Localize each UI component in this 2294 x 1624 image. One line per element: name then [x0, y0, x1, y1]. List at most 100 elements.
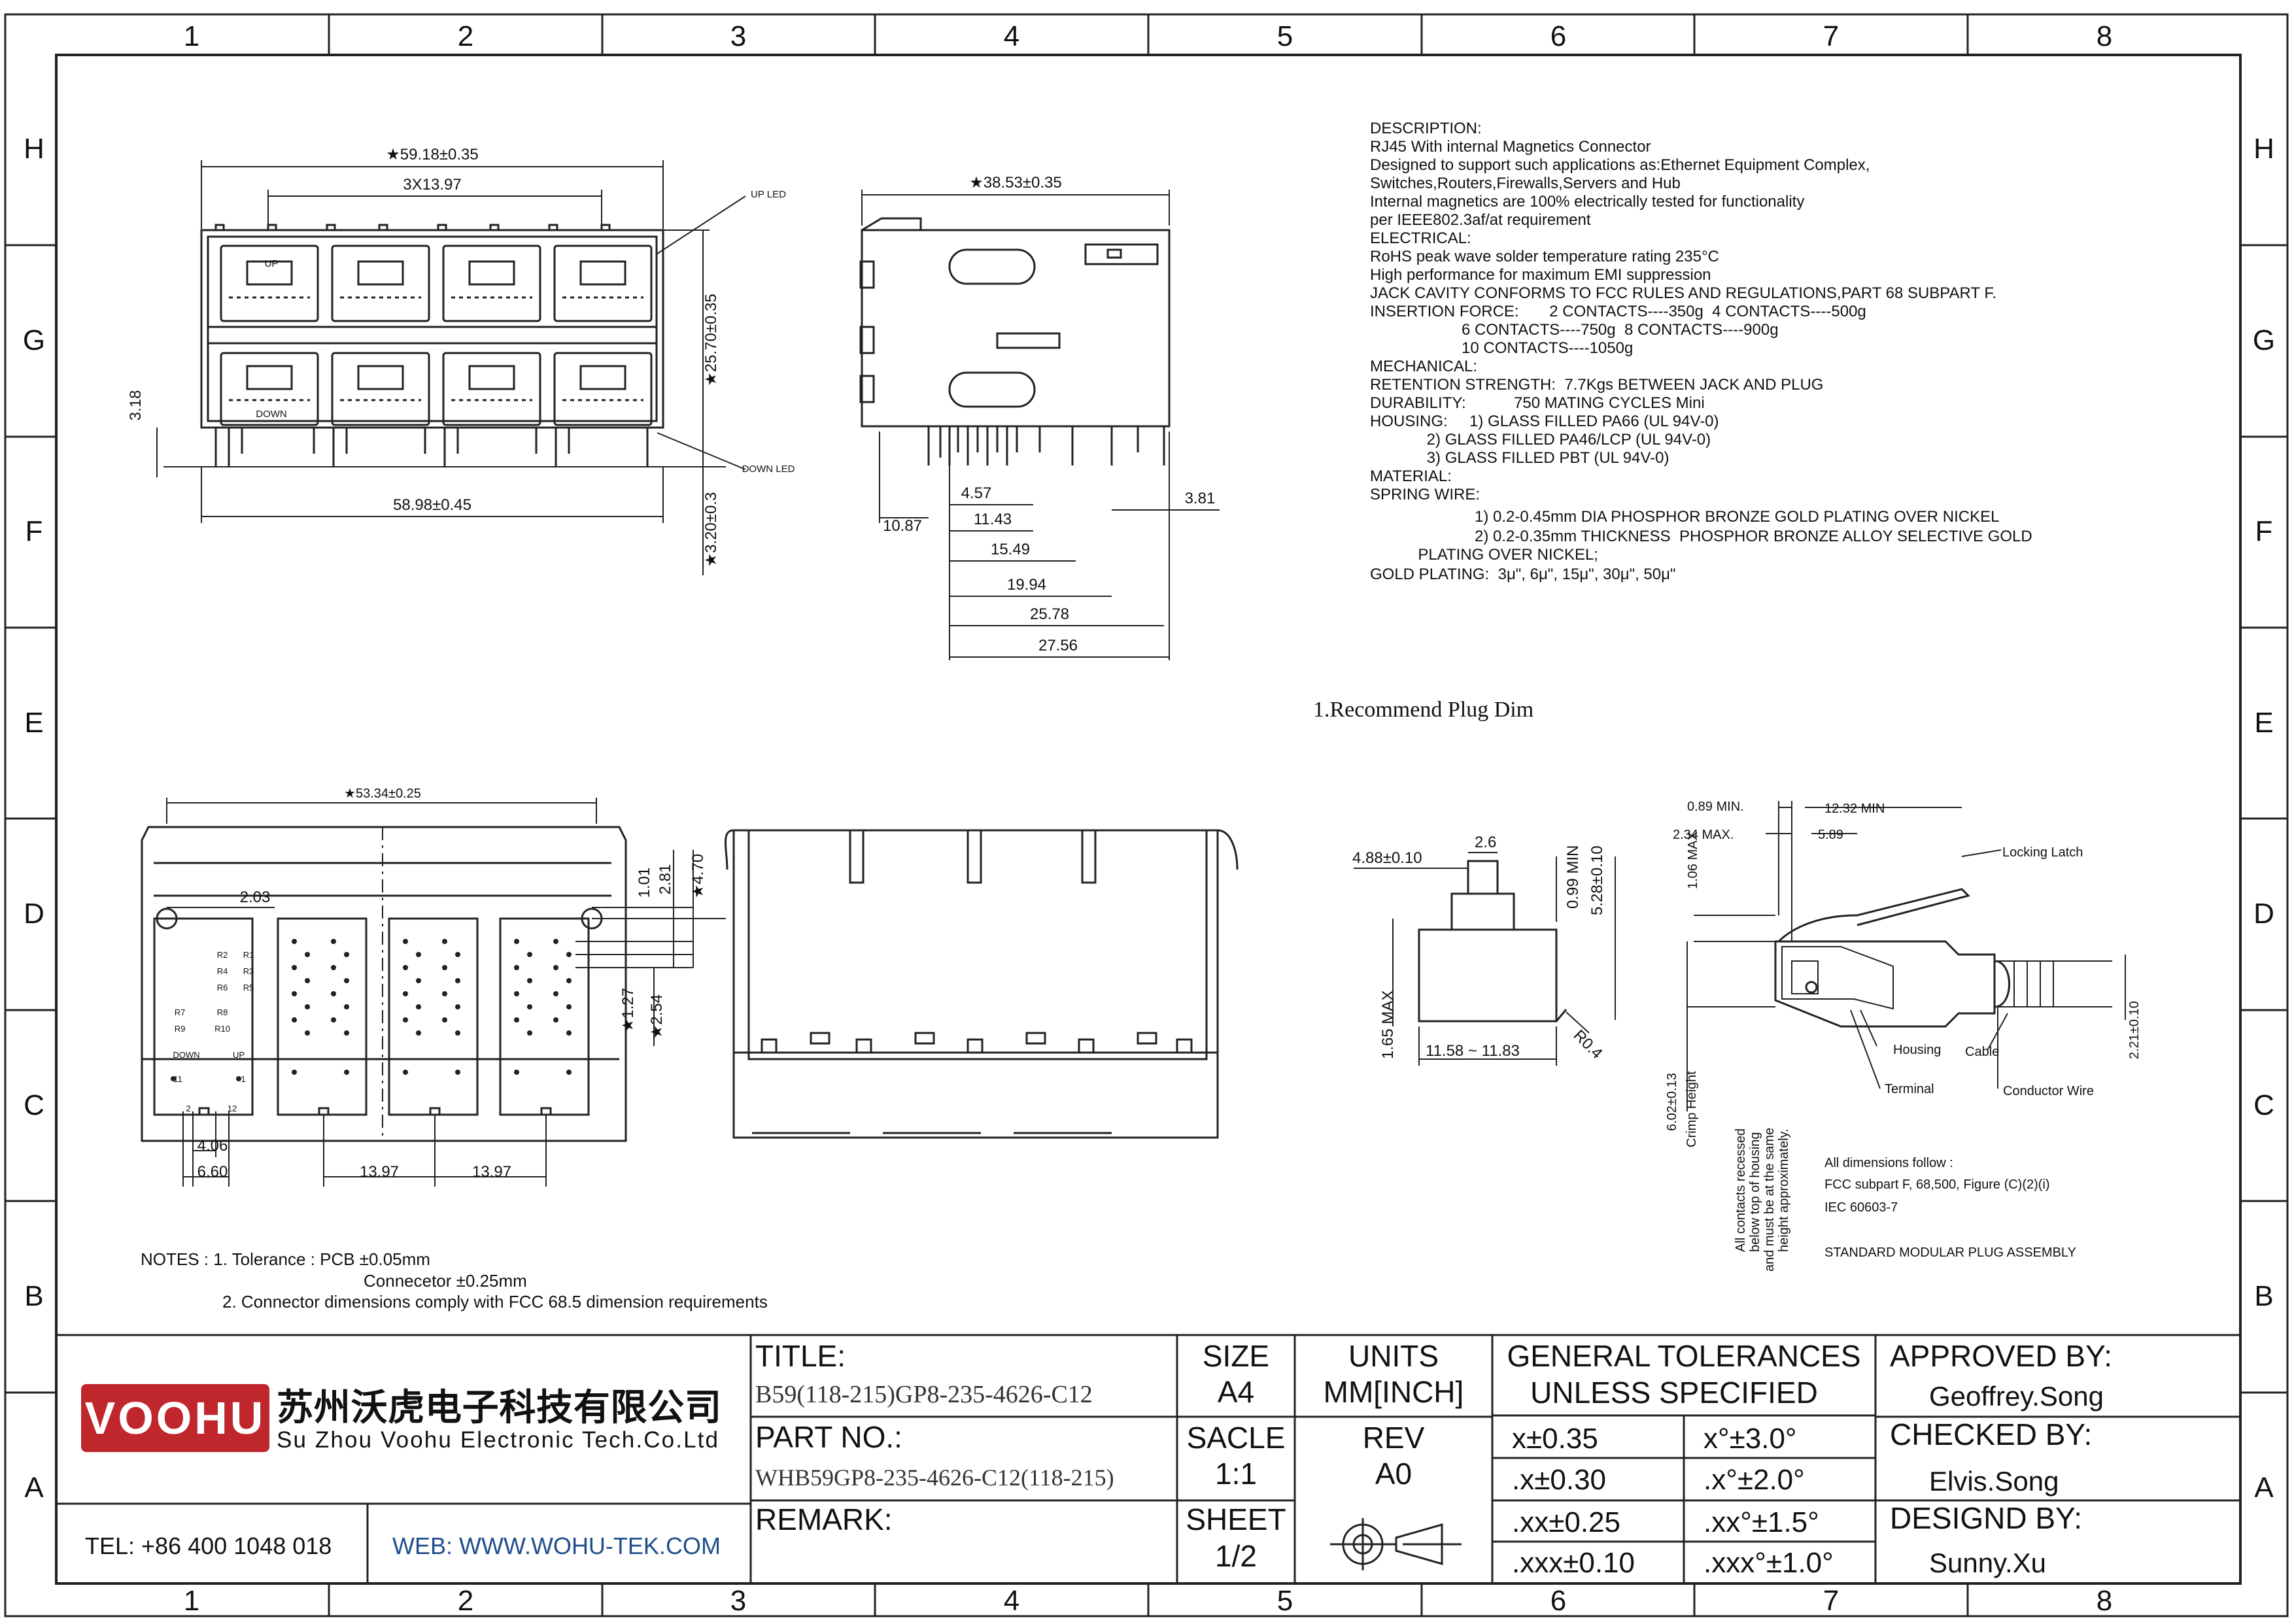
- desc-line-13: 10 CONTACTS----1050g: [1370, 339, 1633, 357]
- desc-line-23: 2) 0.2-0.35mm THICKNESS PHOSPHOR BRONZE …: [1370, 528, 2032, 545]
- tol-angle-0: x°±3.0°: [1703, 1423, 1797, 1455]
- footprint-led-r7: R7: [175, 1007, 186, 1017]
- row-label-g-left: G: [23, 324, 45, 356]
- plug-front-h1: 0.99 MIN: [1564, 845, 1582, 909]
- front-up-led-label: UP LED: [751, 189, 786, 200]
- row-label-e-right: E: [2254, 707, 2273, 739]
- plug-side-ref-3: IEC 60603-7: [1824, 1200, 1898, 1215]
- row-label-a-left: A: [24, 1472, 44, 1504]
- footprint-d2: 1.01: [636, 868, 653, 898]
- company-name-en: Su Zhou Voohu Electronic Tech.Co.Ltd: [277, 1427, 718, 1453]
- plug-side-d2: 12.32 MIN: [1824, 802, 1885, 816]
- designed-value: Sunny.Xu: [1929, 1548, 2046, 1578]
- desc-line-7: ELECTRICAL:: [1370, 229, 1471, 247]
- website: WEB: WWW.WOHU-TEK.COM: [392, 1532, 721, 1559]
- col-label-2-bottom: 2: [458, 1585, 473, 1617]
- col-label-1-top: 1: [184, 20, 199, 52]
- tol-angle-3: .xxx°±1.0°: [1703, 1547, 1834, 1579]
- col-label-5-bottom: 5: [1277, 1585, 1293, 1617]
- footprint-d7: 4.06: [197, 1137, 228, 1155]
- side-d2: 10.87: [883, 517, 922, 535]
- footprint-led-r10: R10: [214, 1024, 230, 1034]
- tol-angle-2: .xx°±1.5°: [1703, 1506, 1819, 1538]
- plug-side-d1: 0.89 MIN.: [1687, 800, 1744, 814]
- desc-line-4: Switches,Routers,Firewalls,Servers and H…: [1370, 175, 1681, 192]
- footprint-up-label: UP: [233, 1050, 245, 1060]
- footprint-led-r6: R6: [217, 983, 228, 992]
- notes-line-1: NOTES : 1. Tolerance : PCB ±0.05mm: [141, 1249, 430, 1269]
- row-label-f-left: F: [26, 515, 43, 547]
- side-d7: 27.56: [1038, 637, 1078, 654]
- col-label-5-top: 5: [1277, 20, 1293, 52]
- column-ticks: [328, 14, 1969, 1616]
- desc-line-19: 3) GLASS FILLED PBT (UL 94V-0): [1370, 449, 1669, 467]
- col-label-3-top: 3: [730, 20, 746, 52]
- plug-side-d7: 6.02±0.13: [1665, 1073, 1679, 1131]
- desc-line-25: GOLD PLATING: 3μ", 6μ", 15μ", 30μ", 50μ": [1370, 566, 1675, 583]
- front-bottom-width: 58.98±0.45: [393, 496, 471, 514]
- tol-linear-2: .xx±0.25: [1512, 1506, 1620, 1538]
- desc-line-15: RETENTION STRENGTH: 7.7Kgs BETWEEN JACK …: [1370, 376, 1823, 394]
- title-value: B59(118-215)GP8-235-4626-C12: [755, 1381, 1093, 1408]
- side-depth: ★38.53±0.35: [969, 174, 1061, 192]
- plug-front-view: [1418, 860, 1567, 1023]
- plug-side-d6: 2.21±0.10: [2127, 1001, 2142, 1059]
- plug-side-locking-latch: Locking Latch: [2002, 845, 2083, 860]
- desc-line-9: High performance for maximum EMI suppres…: [1370, 266, 1711, 284]
- logo-text: VOOHU: [85, 1393, 266, 1444]
- side-d1: 4.57: [961, 484, 992, 502]
- part-no-value: WHB59GP8-235-4626-C12(118-215): [755, 1464, 1114, 1491]
- tol-angle-1: .x°±2.0°: [1703, 1464, 1805, 1496]
- plug-side-conductor: Conductor Wire: [2003, 1084, 2094, 1098]
- footprint-d4: ★4.70: [689, 854, 707, 898]
- front-up-label: UP: [265, 258, 279, 269]
- company-name-cn: 苏州沃虎电子科技有限公司: [277, 1387, 721, 1429]
- bottom-side-view: [725, 829, 1239, 1139]
- checked-value: Elvis.Song: [1929, 1466, 2059, 1497]
- rev-label: REV: [1363, 1421, 1425, 1455]
- col-label-1-bottom: 1: [184, 1585, 199, 1617]
- plug-front-radius: R0.4: [1570, 1026, 1606, 1062]
- plug-side-recess-3: and must be at the same: [1762, 1128, 1777, 1272]
- plug-side-view: [1774, 888, 2112, 1028]
- description-block: DESCRIPTION: RJ45 With internal Magnetic…: [1370, 120, 2032, 583]
- plug-side-ref-1: All dimensions follow :: [1824, 1156, 1953, 1170]
- footprint-pin-2: 2: [186, 1104, 190, 1113]
- row-label-c-left: C: [24, 1089, 44, 1121]
- tol-linear-0: x±0.35: [1512, 1423, 1598, 1455]
- row-ticks: [5, 244, 2287, 1394]
- tolerance-title-2: UNLESS SPECIFIED: [1530, 1376, 1818, 1410]
- col-label-6-top: 6: [1550, 20, 1566, 52]
- row-label-g-right: G: [2253, 324, 2275, 356]
- footprint-pin-11: 11: [173, 1074, 182, 1084]
- footprint-down-label: DOWN: [173, 1050, 199, 1060]
- footprint-width: ★53.34±0.25: [344, 787, 421, 801]
- desc-line-18: 2) GLASS FILLED PA46/LCP (UL 94V-0): [1370, 431, 1711, 448]
- footprint-led-r8: R8: [217, 1007, 228, 1017]
- row-label-e-left: E: [24, 707, 43, 739]
- sheet-value: 1/2: [1215, 1539, 1257, 1573]
- front-pitch: 3X13.97: [403, 176, 461, 194]
- row-label-b-left: B: [24, 1280, 43, 1312]
- col-label-3-bottom: 3: [730, 1585, 746, 1617]
- plug-section-title: 1.Recommend Plug Dim: [1313, 698, 1533, 722]
- plug-side-terminal: Terminal: [1885, 1082, 1934, 1096]
- notes-line-3: 2. Connector dimensions comply with FCC …: [222, 1292, 768, 1311]
- side-d5: 19.94: [1007, 576, 1046, 594]
- front-view: [163, 224, 726, 467]
- tel: TEL: +86 400 1048 018: [85, 1532, 332, 1559]
- row-label-d-left: D: [24, 898, 44, 930]
- desc-line-11: INSERTION FORCE: 2 CONTACTS----350g 4 CO…: [1370, 303, 1866, 320]
- footprint-d8: 6.60: [197, 1163, 228, 1181]
- footprint-pitch-1: 13.97: [360, 1163, 399, 1181]
- plug-side-recess-4: height approximately.: [1777, 1128, 1791, 1252]
- plug-side-housing: Housing: [1893, 1043, 1941, 1057]
- desc-line-3: Designed to support such applications as…: [1370, 156, 1870, 174]
- desc-line-10: JACK CAVITY CONFORMS TO FCC RULES AND RE…: [1370, 284, 1996, 302]
- projection-symbol-icon: [1330, 1518, 1462, 1570]
- plug-front-w2: 2.6: [1475, 834, 1496, 851]
- sheet-label: SHEET: [1186, 1502, 1286, 1536]
- footprint-led-r3: R3: [243, 966, 254, 976]
- side-d3: 11.43: [974, 511, 1012, 528]
- col-label-7-bottom: 7: [1823, 1585, 1839, 1617]
